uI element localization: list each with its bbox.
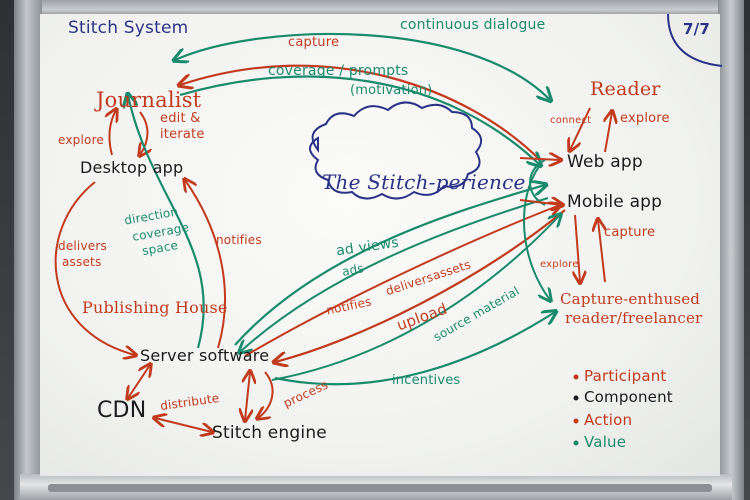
arrow-capture-right [598,220,605,283]
label-edit-iterate: edit & [160,111,201,126]
legend-dot-value [573,440,579,446]
arrow-capture-top [180,64,541,161]
arrow-coverage-prompts [179,75,540,165]
node-web-app: Web app [567,152,643,172]
arrow-reader-explore [605,112,612,153]
node-publishing-house: Publishing House [82,298,228,317]
arrow-connect [570,107,591,150]
label-delivers-assets: delivers [58,239,107,253]
node-cdn: CDN [97,398,147,423]
node-desktop-app: Desktop app [80,158,184,177]
board-frame-top [20,0,732,16]
arrow-server-cdn [128,365,150,398]
label-capture-top: capture [288,35,340,50]
arrow-distribute [155,418,212,432]
node-reader: Reader [590,78,661,100]
legend-dot-component [573,395,579,401]
arrow-explore-left [109,110,116,156]
arrow-explore-mobile [575,214,580,282]
arrow-process [258,371,274,418]
arrow-incentives [274,312,555,386]
legend-action: Action [584,411,633,429]
arrow-bracket-mobile [523,164,550,300]
node-mobile-app: Mobile app [567,192,663,212]
board-frame-left [14,0,42,500]
arrow-notifies-mid [244,205,560,357]
arrow-ad-views [234,185,545,346]
label-coverage-prompts: coverage / prompts [268,63,409,79]
arrow-continuous-dialogue [175,32,550,100]
arrow-ads [240,197,549,352]
node-capture-reader-line2: reader/freelancer [565,309,703,327]
label-continuous-dialogue: continuous dialogue [400,17,546,33]
board-frame-right [718,0,744,500]
arrow-to-mobile [519,200,562,205]
legend-component: Component [584,388,673,406]
label-explore-mobile: explore [540,259,579,270]
arrow-edit-iterate [140,111,148,155]
legend-dot-participant [573,374,579,380]
arrow-direction [128,95,205,349]
label-incentives: incentives [392,373,461,388]
page-corner-arc [667,13,723,67]
page-number: 7/7 [683,20,710,38]
arrow-bracket-web [529,159,546,206]
label-motivation: (motivation) [350,83,433,98]
board-title: Stitch System [68,18,189,38]
node-journalist: Journalist [96,88,202,112]
arrow-delivers-assets [54,181,135,355]
label-explore-left: explore [58,133,105,147]
arrow-to-web [519,158,560,160]
node-capture-reader: Capture-enthused [560,290,701,308]
arrow-server-engine [245,372,250,420]
arrow-notifies-left [185,180,227,349]
label-capture-right: capture [604,225,656,240]
legend-participant: Participant [584,367,667,385]
legend-value: Value [584,433,627,451]
label-ads: ads [340,261,365,279]
label-edit-iterate-line2: iterate [160,127,205,142]
cloud-label: The Stitch-perience [322,170,526,194]
label-notifies-left: notifies [216,233,262,247]
legend-dot-action [573,418,579,424]
arrow-upload [275,209,566,362]
node-stitch-engine: Stitch engine [212,423,327,443]
label-explore-reader: explore [620,111,670,126]
cloud-outline [309,101,483,200]
label-delivers-assets-line2: assets [62,255,102,269]
label-connect: connect [550,115,592,126]
marker-tray [48,484,712,492]
node-server-software: Server software [140,346,270,365]
